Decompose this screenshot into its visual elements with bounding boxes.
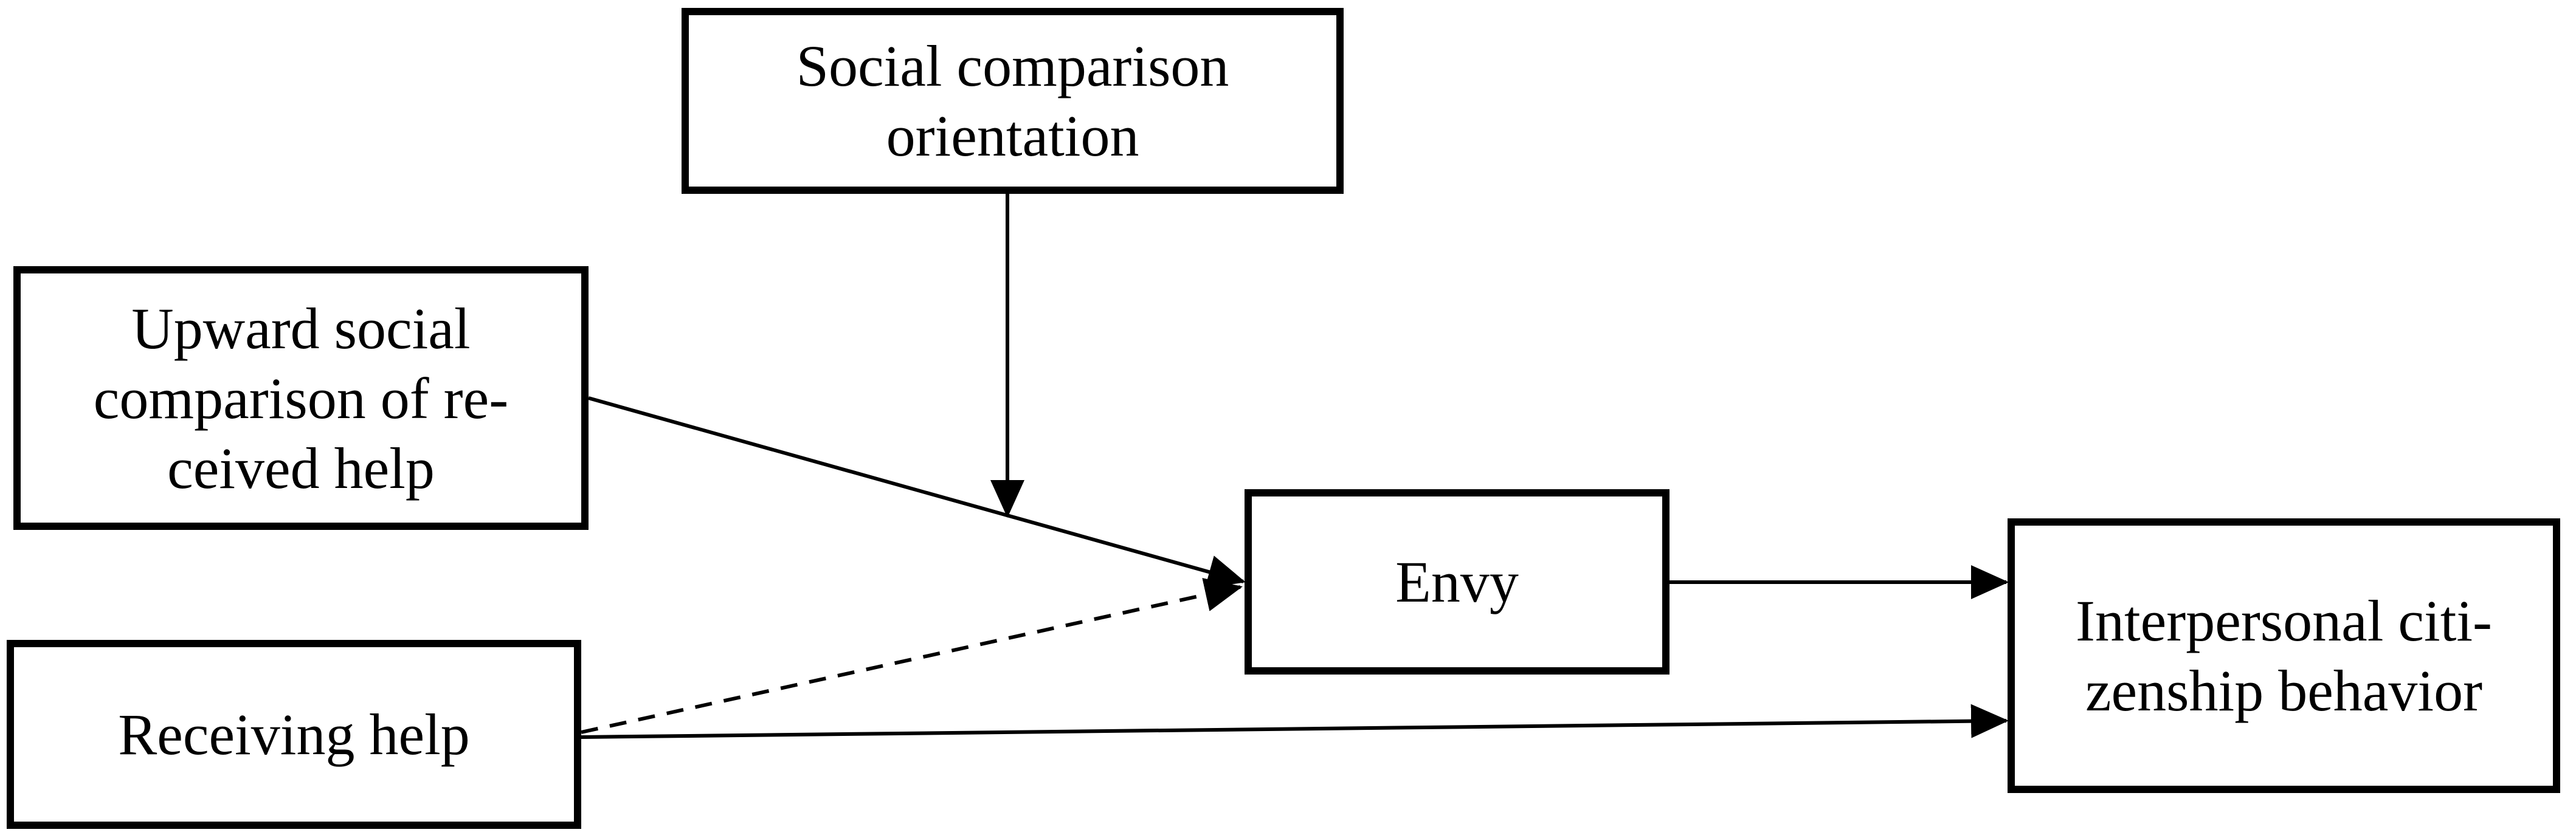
node-envy: Envy xyxy=(1245,489,1670,675)
node-label-line: Receiving help xyxy=(118,702,470,767)
node-label-line: Social comparison xyxy=(796,33,1229,98)
node-label-line: ceived help xyxy=(167,435,435,501)
node-interpersonal-citizenship-behavior: Interpersonal citi- zenship behavior xyxy=(2008,518,2560,793)
node-upward-social-comparison: Upward social comparison of re- ceived h… xyxy=(13,266,589,530)
node-label-line: comparison of re- xyxy=(93,365,509,431)
node-label-line: Upward social xyxy=(131,295,471,361)
node-label-line: Envy xyxy=(1395,549,1519,614)
node-label-line: zenship behavior xyxy=(2085,658,2483,723)
edge-receiving-help-to-interpersonal-citizenship xyxy=(581,704,2009,739)
node-label-line: orientation xyxy=(886,103,1139,168)
edge-receiving-help-to-envy-dashed xyxy=(581,578,1243,734)
node-label-line: Interpersonal citi- xyxy=(2075,588,2493,653)
edge-upward-social-comparison-to-envy xyxy=(588,396,1246,589)
node-receiving-help: Receiving help xyxy=(7,640,581,829)
node-social-comparison-orientation: Social comparison orientation xyxy=(682,8,1344,194)
